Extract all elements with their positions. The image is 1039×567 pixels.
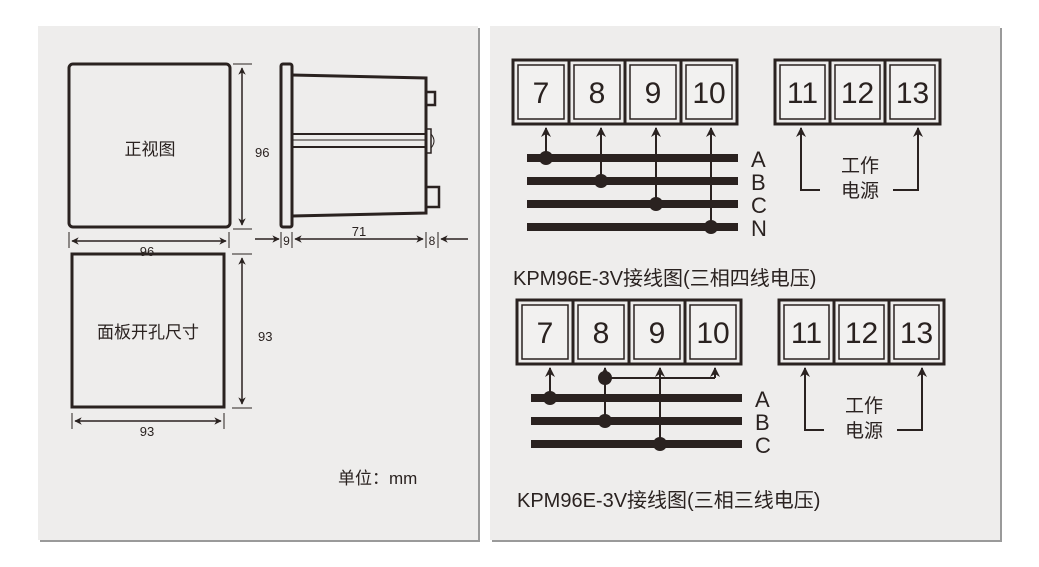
terminal-number: 11 <box>791 317 822 350</box>
phase-label: B <box>751 170 766 195</box>
junction-dot <box>704 220 718 234</box>
power-wire <box>796 127 820 191</box>
terminal-box <box>887 298 946 366</box>
front-view-label: 正视图 <box>125 140 176 159</box>
phase-label: A <box>755 387 770 412</box>
power-label: 工作 <box>841 155 879 177</box>
junction-dot <box>543 391 557 405</box>
junction-dot <box>653 437 667 451</box>
cutout-label: 面板开孔尺寸 <box>97 323 199 342</box>
junction-dot <box>598 414 612 428</box>
front-width-value: 96 <box>140 244 154 259</box>
phase-label: B <box>755 410 770 435</box>
terminal-box <box>679 58 739 126</box>
power-label: 工作 <box>845 395 883 417</box>
wiring-caption: KPM96E-3V接线图(三相四线电压) <box>513 267 816 290</box>
front-height-value: 96 <box>255 145 269 160</box>
junction-dot <box>539 151 553 165</box>
phase-label: C <box>755 433 771 458</box>
side-flange-value: 9 <box>283 234 290 248</box>
cutout-width-value: 93 <box>140 424 154 439</box>
terminal-number: 8 <box>589 77 606 110</box>
terminal-number: 7 <box>533 77 550 110</box>
phase-label: N <box>751 216 767 241</box>
terminal-number: 13 <box>900 317 933 350</box>
terminal-number: 10 <box>692 77 725 110</box>
power-wire <box>893 127 923 191</box>
terminal-number: 13 <box>896 77 929 110</box>
junction-dot <box>594 174 608 188</box>
terminal-number: 10 <box>696 317 729 350</box>
terminal-number: 12 <box>845 317 878 350</box>
phase-label: A <box>751 147 766 172</box>
cutout-outline <box>70 252 226 409</box>
terminal-box <box>883 58 942 126</box>
power-wire <box>800 367 824 431</box>
side-view <box>279 62 441 229</box>
unit-label: 单位：mm <box>338 469 417 488</box>
terminal-number: 9 <box>649 317 666 350</box>
terminal-number: 9 <box>645 77 662 110</box>
front-view-outline <box>67 62 232 229</box>
junction-dot <box>649 197 663 211</box>
terminal-number: 7 <box>537 317 554 350</box>
terminal-number: 12 <box>841 77 874 110</box>
terminal-number: 8 <box>593 317 610 350</box>
junction-dot <box>598 371 612 385</box>
side-depth-value: 71 <box>352 224 366 239</box>
terminal-number: 11 <box>787 77 818 110</box>
power-label: 电源 <box>845 420 883 442</box>
power-label: 电源 <box>841 180 879 202</box>
power-wire <box>897 367 927 431</box>
phase-label: C <box>751 193 767 218</box>
side-rear-value: 8 <box>429 234 436 248</box>
cutout-height-value: 93 <box>258 329 272 344</box>
wiring-caption: KPM96E-3V接线图(三相三线电压) <box>517 489 820 512</box>
terminal-box <box>683 298 743 366</box>
dimensions-panel: 正视图 96 96 9 71 8 面板 <box>38 26 480 542</box>
